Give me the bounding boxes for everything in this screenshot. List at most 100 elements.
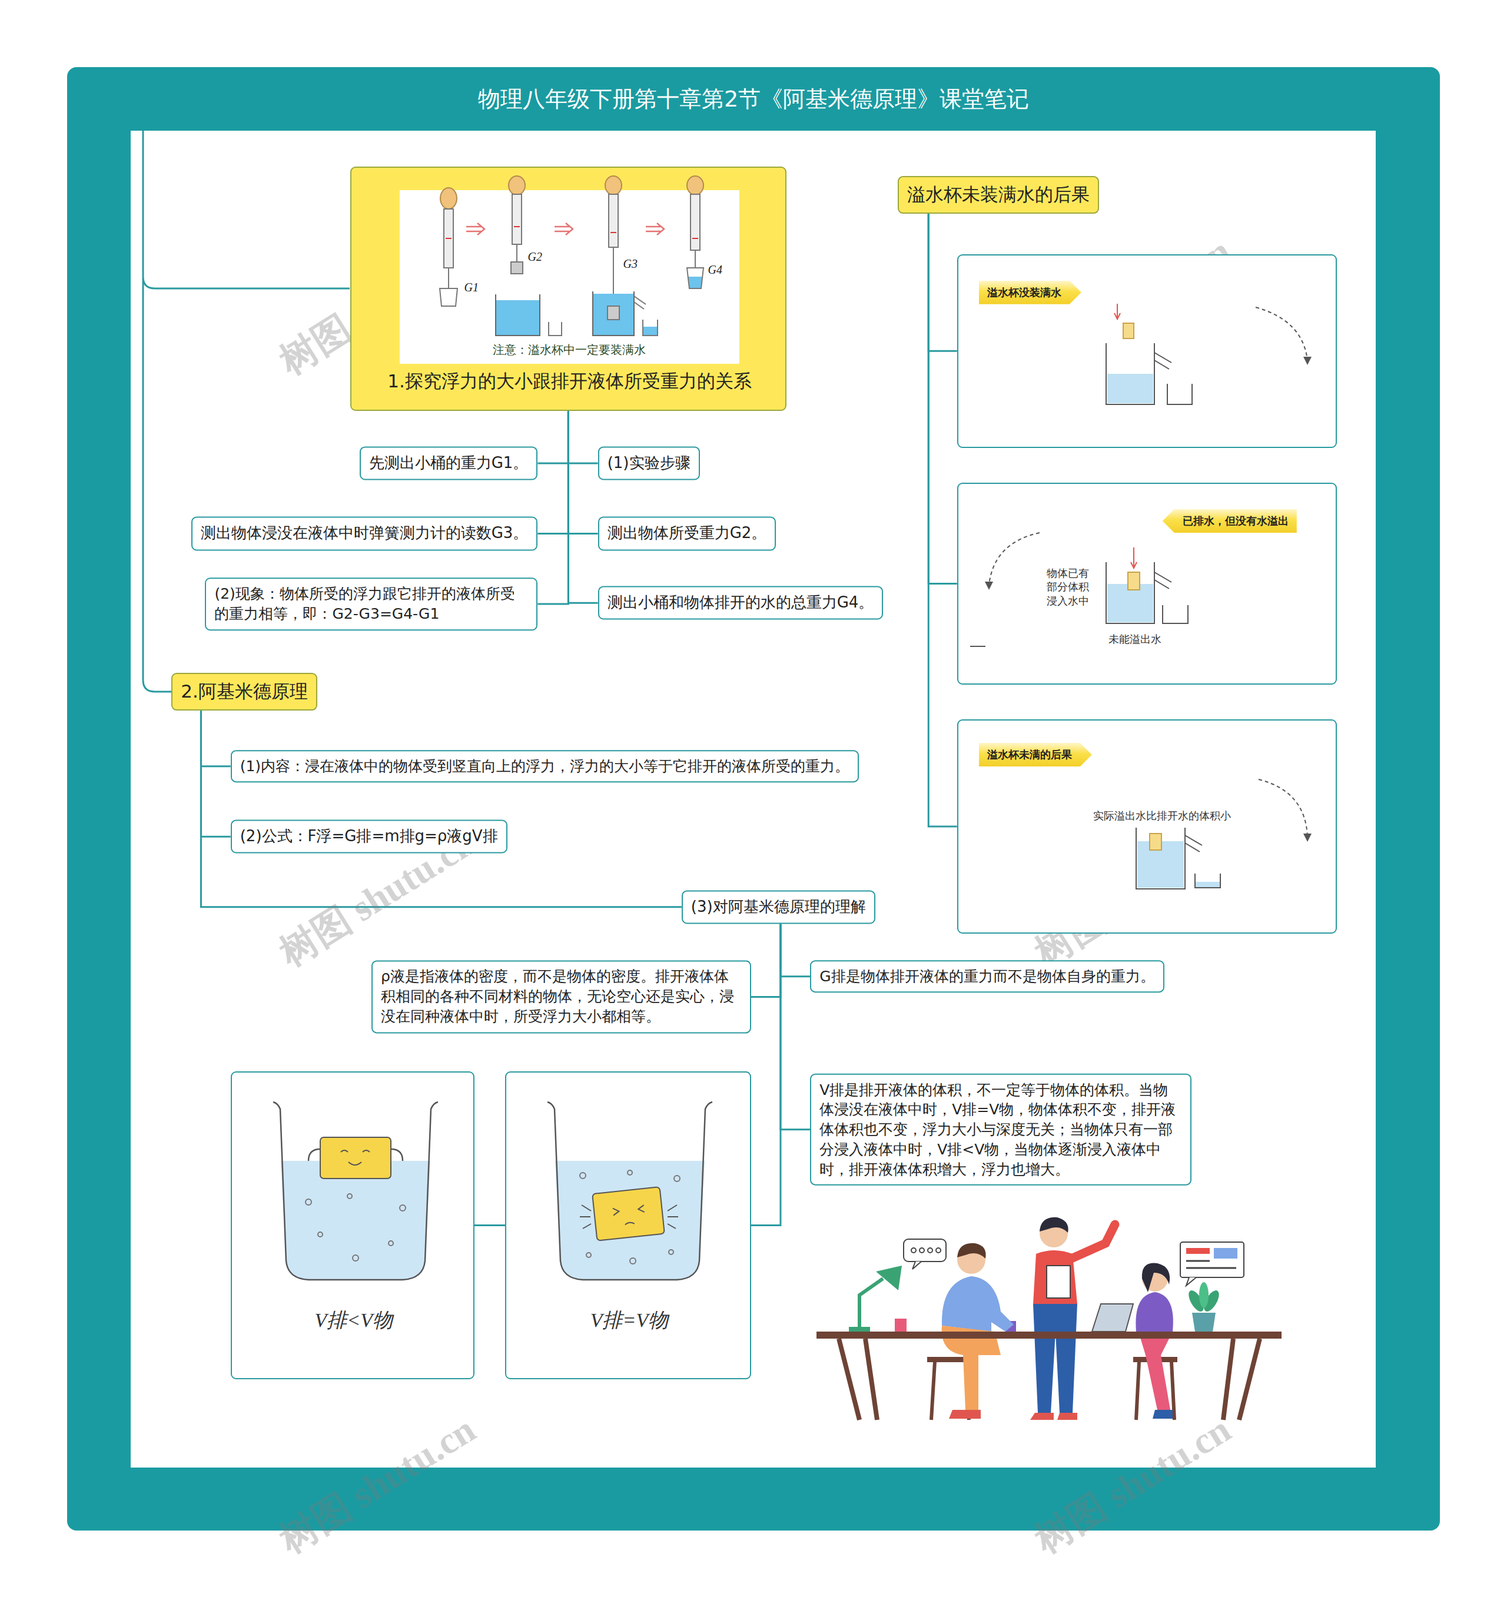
node-text: 溢水杯未满的后果 <box>978 742 1092 767</box>
experiment-illustration-part-part <box>445 237 452 240</box>
note-box: (1)实验步骤 <box>598 446 700 480</box>
beaker-figure-part-part <box>592 1186 665 1241</box>
figure-box: V排<V物 <box>230 1071 475 1380</box>
connector <box>751 923 781 1226</box>
cup-sketch-part <box>1303 356 1312 365</box>
experiment-illustration-part-part <box>608 194 619 248</box>
cup-sketch-part <box>1106 562 1155 624</box>
people-illustration-part <box>1199 1282 1209 1309</box>
node-text: (3)对阿基米德原理的理解 <box>691 896 866 918</box>
people-illustration-part <box>875 1265 902 1291</box>
node-text: ρ液是指液体的密度，而不是物体的密度。排开液体体积相同的各种不同材料的物体，无论… <box>380 967 742 1027</box>
connector <box>537 410 569 604</box>
cup-sketch-part <box>988 532 1040 586</box>
beaker-figure-part-part <box>317 1232 323 1237</box>
cup-sketch-part <box>1255 307 1308 361</box>
note-box: G排是物体排开液体的重力而不是物体自身的重力。 <box>810 960 1164 994</box>
node-text: 2.阿基米德原理 <box>180 679 308 705</box>
node-text: (1)内容：浸在液体中的物体受到竖直向上的浮力，浮力的大小等于它排开的液体所受的… <box>240 756 850 777</box>
people-illustration-part <box>1213 1247 1238 1259</box>
connector <box>928 213 958 351</box>
people-illustration-part <box>957 1243 987 1259</box>
experiment-illustration-part-part <box>439 288 458 307</box>
beaker-figure-part-part <box>674 1175 680 1182</box>
experiment-illustration-part <box>466 223 665 235</box>
node-text: V排=V物 <box>506 1306 753 1334</box>
experiment-illustration-part-part <box>508 176 526 195</box>
beaker-figure-part-part <box>612 1205 646 1226</box>
figure-box: 溢水杯没装满水 <box>957 254 1337 448</box>
cup-sketch-part <box>970 645 986 647</box>
people-illustration <box>816 1217 1282 1420</box>
beaker-figure-part <box>273 1101 438 1280</box>
connector <box>568 410 598 463</box>
people-illustration-part <box>927 1247 933 1253</box>
beaker-figure-part-part <box>579 1172 586 1179</box>
beaker-figure-part <box>320 1137 391 1179</box>
experiment-illustration-part-part <box>554 223 573 235</box>
quantity-label: G1 <box>464 279 479 296</box>
people-illustration-part <box>1039 1217 1069 1233</box>
experiment-illustration-part-part <box>440 187 457 209</box>
people-illustration-part <box>1186 1277 1197 1286</box>
people-illustration-part <box>912 1261 922 1270</box>
cup-sketch-part <box>1162 605 1188 624</box>
people-illustration-part <box>903 1239 946 1262</box>
cup-sketch-part <box>1136 827 1185 889</box>
experiment-illustration-part-part <box>610 231 617 234</box>
note-text: 注意：溢水杯中一定要装满水 <box>399 342 740 358</box>
cup-sketch-part <box>1154 352 1172 370</box>
beaker-figure-part-part <box>399 1205 406 1211</box>
sheet <box>130 130 1376 1468</box>
experiment-illustration-part-part <box>548 322 562 336</box>
note-box: 先测出小桶的重力G1。 <box>359 446 539 480</box>
experiment-illustration-part-part <box>607 306 620 320</box>
experiment-illustration-part-part <box>443 208 454 268</box>
node-text: 实际溢出水比排开水的体积小 <box>1093 808 1231 823</box>
node-text: (2)现象：物体所受的浮力跟它排开的液体所受的重力相等，即：G2-G3=G4-G… <box>214 583 529 624</box>
cup-sketch-part <box>1149 833 1162 851</box>
people-illustration-part <box>911 1247 916 1253</box>
connector <box>780 923 811 1130</box>
experiment-illustration-part-part <box>592 291 634 336</box>
cup-sketch-part <box>1167 383 1193 405</box>
experiment-illustration-part-part <box>692 237 699 240</box>
note-box: 测出小桶和物体排开的水的总重力G4。 <box>598 586 884 620</box>
connector <box>200 710 231 837</box>
experiment-illustration-part-part <box>686 176 704 195</box>
cup-sketch-part <box>1127 572 1140 590</box>
figure-box: V排=V物 <box>505 1071 752 1380</box>
node-text: 测出小桶和物体排开的水的总重力G4。 <box>607 592 875 614</box>
note-box: (2)公式：F浮=G排=m排g=ρ液gV排 <box>230 820 508 854</box>
topic-box: 1.探究浮力的大小跟排开液体所受重力的关系G1G2G3G4注意：溢水杯中一定要装… <box>350 166 788 412</box>
beaker-figure <box>506 1072 750 1381</box>
connector <box>537 410 569 534</box>
quantity-label: G3 <box>623 256 638 272</box>
people-illustration-part <box>1142 1263 1170 1293</box>
topic-box: 2.阿基米德原理 <box>171 672 318 711</box>
experiment-illustration-part-part <box>516 244 518 262</box>
node-text: G排是物体排开液体的重力而不是物体自身的重力。 <box>819 966 1155 987</box>
connector <box>780 923 811 977</box>
node-text: V排是排开液体的体积，不一定等于物体的体积。当物体浸没在液体中时，V排=V物，物… <box>819 1079 1183 1180</box>
node-text: 测出物体浸没在液体中时弹簧测力计的读数G3。 <box>200 523 529 544</box>
figure-box: 溢水杯未满的后果实际溢出水比排开水的体积小 <box>957 719 1337 934</box>
people-illustration-part <box>816 1331 1282 1339</box>
note-box: 测出物体所受重力G2。 <box>598 516 777 551</box>
experiment-illustration-part <box>439 176 704 336</box>
experiment-illustration-part-part <box>690 194 700 251</box>
node-text: 测出物体所受重力G2。 <box>607 523 768 544</box>
experiment-illustration-part-part <box>466 223 485 235</box>
cup-sketch-part <box>984 581 994 590</box>
people-illustration-part <box>848 1326 871 1332</box>
experiment-illustration-part-part <box>593 293 634 335</box>
beaker-figure-part-part <box>586 1252 592 1258</box>
beaker-figure-part <box>579 1205 679 1229</box>
cup-sketch-part <box>1195 873 1221 888</box>
connector <box>928 213 958 827</box>
beaker-figure-part-part <box>668 1249 674 1255</box>
node-text: 溢水杯没装满水 <box>978 280 1082 305</box>
cup-sketch-part <box>1107 373 1154 404</box>
node-text: 溢水杯未装满水的后果 <box>907 182 1090 208</box>
